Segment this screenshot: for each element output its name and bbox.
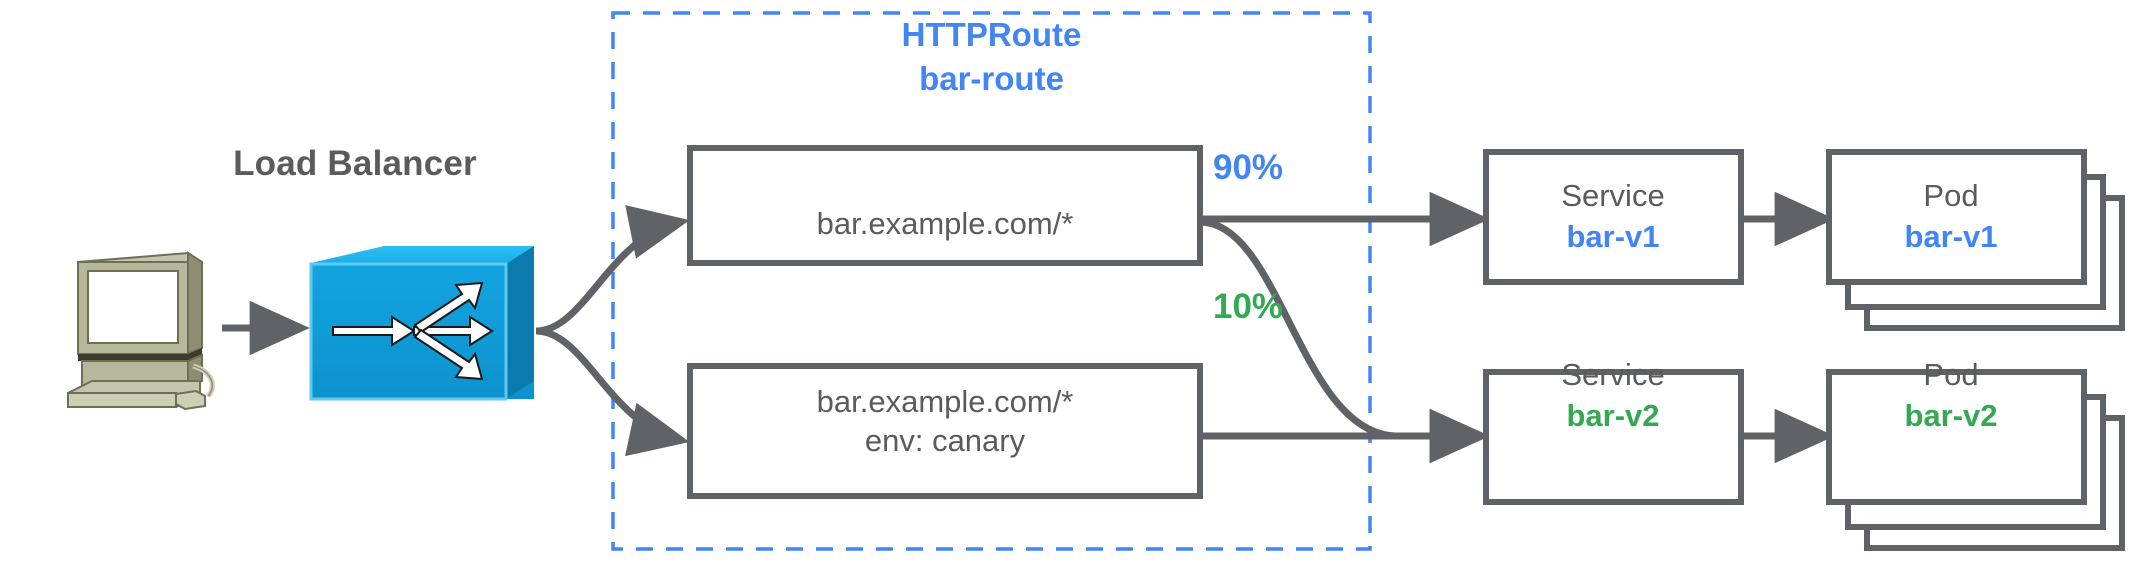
pod-v2-name: bar-v2 <box>1904 397 1998 433</box>
rule-box-2 <box>687 363 1203 499</box>
rule-2-match: bar.example.com/* env: canary <box>690 383 1200 461</box>
service-box-v1 <box>1483 149 1744 285</box>
httproute-title: HTTPRoute bar-route <box>613 16 1370 97</box>
rule-box-1 <box>687 145 1203 266</box>
pod-v1-label: Pod bar-v1 <box>1832 177 2070 256</box>
weight-label-10: 10% <box>1213 287 1284 326</box>
rule-1-host: bar.example.com/* <box>816 206 1074 241</box>
service-v2-name: bar-v2 <box>1566 397 1660 433</box>
httproute-kind-label: HTTPRoute <box>901 16 1082 53</box>
service-v2-label: Service bar-v2 <box>1473 356 1753 435</box>
pod-box-v1 <box>1826 149 2087 285</box>
httproute-boundary <box>611 11 1372 551</box>
service-v2-kind: Service <box>1561 357 1665 392</box>
arrow-lb-to-rule2 <box>535 327 690 457</box>
arrow-rule1-to-svc2 <box>1199 218 1490 464</box>
pod-v1-name: bar-v1 <box>1904 218 1998 254</box>
load-balancer-switch-icon <box>309 246 534 401</box>
pod-box-v2 <box>1826 369 2087 505</box>
pod-stack-v2 <box>1826 369 2125 551</box>
service-v1-kind: Service <box>1561 178 1665 213</box>
arrow-lb-to-rule1 <box>535 205 690 335</box>
rule-2-host: bar.example.com/* <box>816 384 1074 419</box>
service-box-v2 <box>1483 369 1744 505</box>
computer-mouse-icon <box>175 389 206 411</box>
service-v1-label: Service bar-v1 <box>1473 177 1753 256</box>
weight-label-90: 90% <box>1213 148 1284 187</box>
service-v1-name: bar-v1 <box>1566 218 1660 254</box>
pod-v2-kind: Pod <box>1923 357 1979 392</box>
httproute-name-label: bar-route <box>919 59 1064 97</box>
desktop-computer-icon <box>67 251 215 411</box>
pod-v2-label: Pod bar-v2 <box>1832 356 2070 435</box>
rule-1-match: bar.example.com/* <box>690 205 1200 244</box>
pod-v1-kind: Pod <box>1923 178 1979 213</box>
load-balancer-label: Load Balancer <box>233 144 477 183</box>
rule-2-header: env: canary <box>864 422 1026 458</box>
pod-stack-v1 <box>1826 149 2125 331</box>
